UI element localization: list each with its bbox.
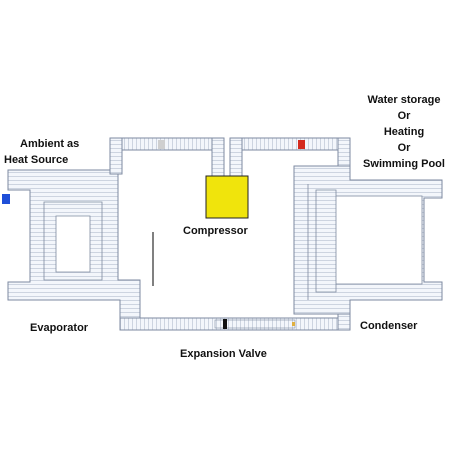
condenser-label: Condenser <box>360 320 418 332</box>
heat-source-line-2: Heat Source <box>4 154 69 166</box>
heat-sink-label: Water storage Or Heating Or Swimming Poo… <box>358 92 450 172</box>
heat-sink-line-1: Water storage <box>367 94 441 106</box>
compressor-box <box>205 175 249 219</box>
heat-source-line-1: Ambient as <box>20 138 80 150</box>
heat-sink-line-4: Or <box>397 142 411 154</box>
condenser-coil <box>293 165 443 315</box>
evaporator-label: Evaporator <box>30 322 89 334</box>
heat-source-label: Ambient as Heat Source <box>4 136 79 168</box>
heat-sink-line-5: Swimming Pool <box>363 158 445 170</box>
compressor-label: Compressor <box>183 225 248 237</box>
suction-marker <box>158 140 165 149</box>
expansion-valve <box>214 319 296 329</box>
evaporator-coil <box>7 169 154 321</box>
expansion-valve-label: Expansion Valve <box>180 348 267 360</box>
heat-sink-line-2: Or <box>397 110 411 122</box>
cold-inlet-marker <box>2 194 10 204</box>
heat-sink-line-3: Heating <box>383 126 425 138</box>
hot-gas-marker <box>298 140 305 149</box>
